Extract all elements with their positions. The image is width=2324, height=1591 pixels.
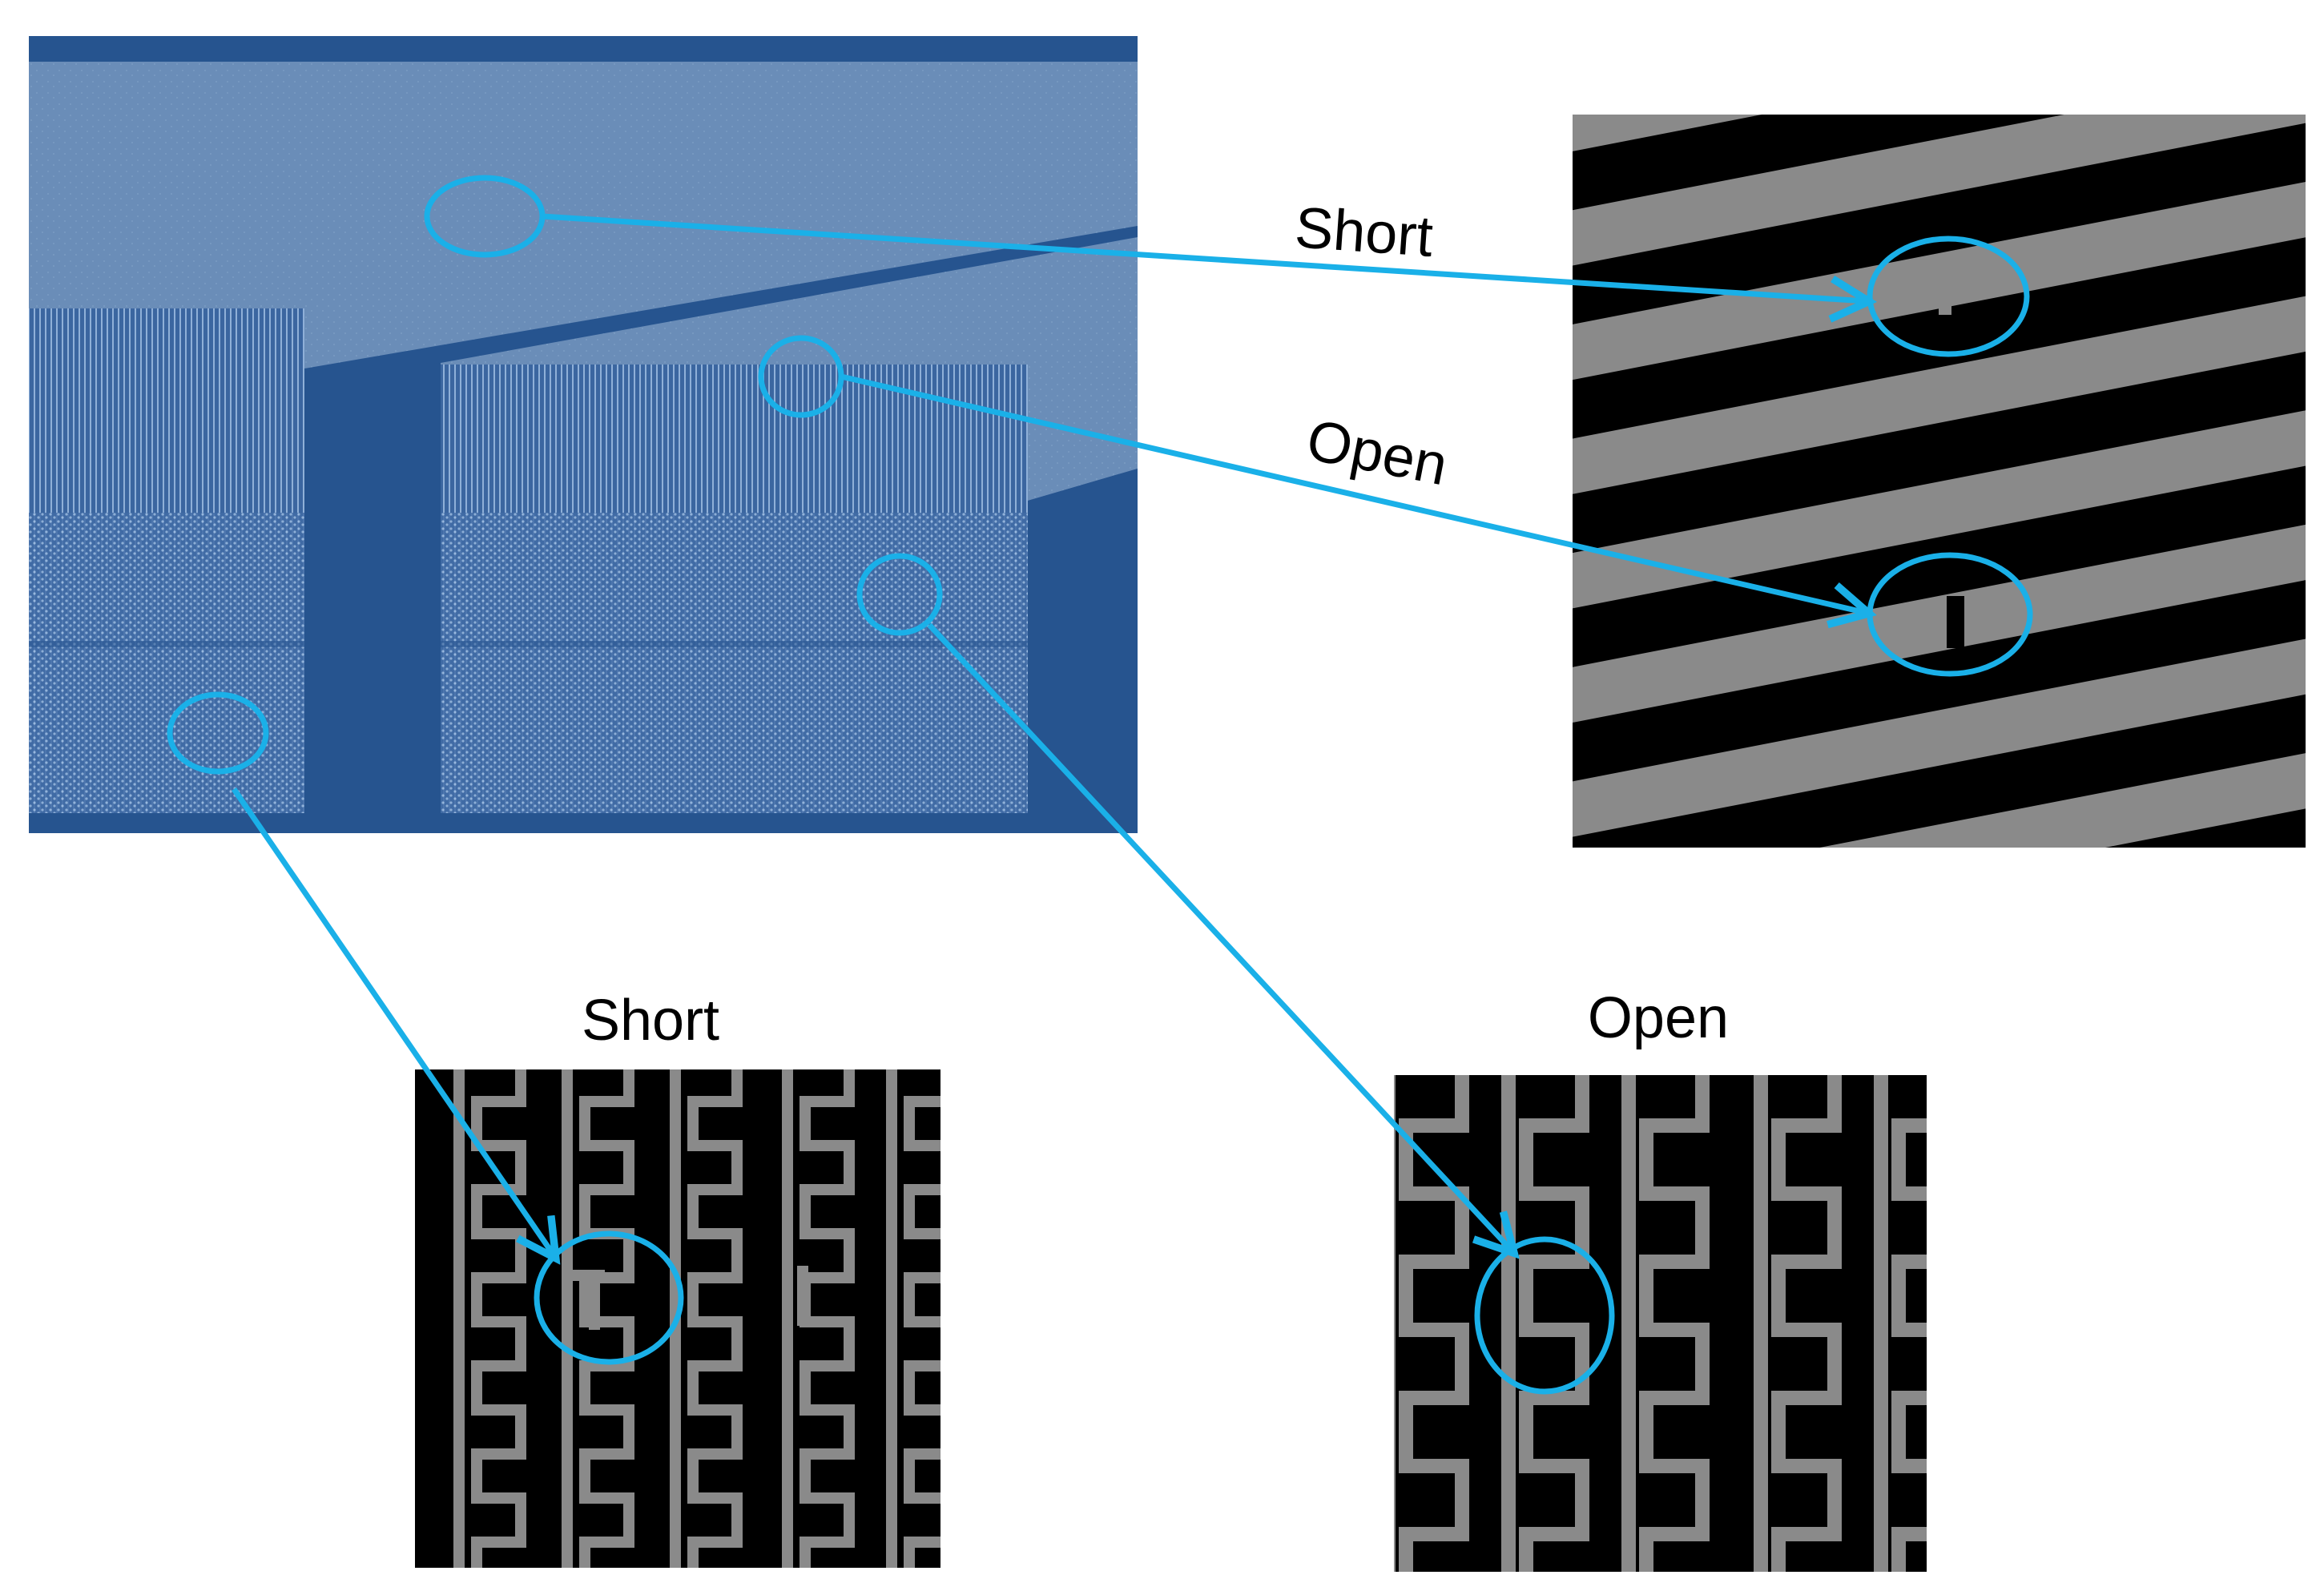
arrow-bottom-open-icon — [927, 622, 1512, 1251]
chip-bottom-open-marker-icon — [856, 553, 943, 636]
open-view-serpentine-line — [1519, 1075, 1589, 1572]
zoom-open-marker-icon — [1474, 1236, 1615, 1395]
chip-bottom-short-marker-icon — [167, 691, 269, 775]
short-defect-zoom-view — [415, 1069, 940, 1568]
open-view-serpentine-line — [1771, 1075, 1842, 1572]
top-layer-zoom-view — [1573, 115, 2306, 848]
short-view-serpentine-line — [579, 1069, 634, 1568]
bottom-short-label: Short — [582, 989, 719, 1053]
short-view-serpentine-line — [800, 1069, 855, 1568]
short-view-serpentine-line — [687, 1069, 743, 1568]
top-short-label: Short — [1293, 195, 1435, 269]
open-defect-zoom-view — [1394, 1075, 1927, 1572]
open-view-serpentine-line — [1399, 1075, 1469, 1572]
open-view-serpentine-line — [1639, 1075, 1710, 1572]
top-open-label: Open — [1302, 408, 1452, 497]
open-view-serpentine-line — [1891, 1118, 1927, 1572]
bottom-open-label: Open — [1588, 986, 1729, 1050]
short-view-serpentine-line — [471, 1069, 526, 1568]
arrow-top-open-icon — [840, 373, 1867, 613]
arrow-bottom-short-icon — [232, 787, 554, 1256]
arrow-top-short-icon — [542, 213, 1867, 301]
zoom-short-marker-icon — [534, 1231, 684, 1365]
chip-3d-view — [29, 36, 1138, 833]
